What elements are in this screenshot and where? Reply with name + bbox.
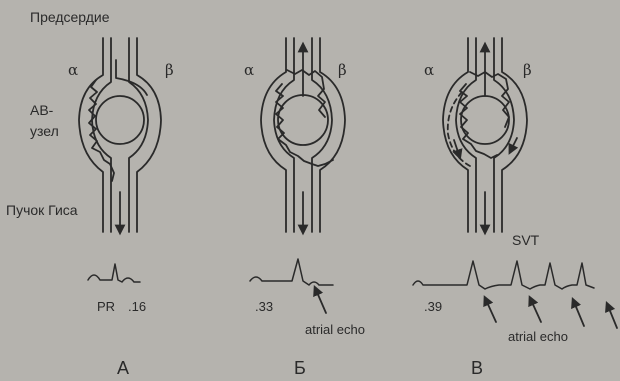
panel-c-ecg-trace xyxy=(413,261,594,289)
panel-a-pr-prefix: PR xyxy=(97,300,115,313)
av-node-label-line2: узел xyxy=(30,124,59,138)
panel-c-rhythm-label: SVT xyxy=(512,233,539,247)
panel-a-right-pathway xyxy=(137,38,161,232)
panel-a-ecg-trace xyxy=(88,264,140,282)
panel-c-av-node xyxy=(443,38,527,232)
panel-a-alpha-label: α xyxy=(68,63,78,78)
his-bundle-label: Пучок Гиса xyxy=(6,203,78,217)
panel-c-ring xyxy=(461,96,509,144)
panel-a-letter: А xyxy=(117,359,129,377)
panel-b-av-node xyxy=(261,38,345,232)
panel-c-echo-arrow-2 xyxy=(531,300,541,322)
panel-a-pr-value: .16 xyxy=(128,300,146,313)
panel-a-av-node xyxy=(79,38,161,232)
panel-b-alpha-wavy xyxy=(276,84,333,166)
panel-b-beta-wavy xyxy=(287,70,325,117)
av-node-label-line1: АВ- xyxy=(30,103,53,117)
panel-c-echo-arrow-3 xyxy=(574,302,584,326)
panel-c-echo-arrow-1 xyxy=(486,300,496,322)
panel-b-letter: Б xyxy=(294,359,306,377)
panel-b-ring xyxy=(278,95,328,145)
panel-c-beta-label: β xyxy=(523,63,532,78)
panel-c-left-pathway xyxy=(443,38,468,232)
panel-c-pr-value: .39 xyxy=(424,300,442,313)
panel-b-beta-label: β xyxy=(338,63,347,78)
panel-c-alpha-label: α xyxy=(424,63,434,78)
panel-b-pr-value: .33 xyxy=(255,300,273,313)
panel-a-ring xyxy=(96,96,144,144)
panel-b-echo-arrow xyxy=(316,290,326,313)
panel-b-echo-label: atrial echo xyxy=(305,323,365,336)
panel-b-alpha-label: α xyxy=(244,63,254,78)
atrium-label: Предсердие xyxy=(30,10,110,24)
panel-c-letter: В xyxy=(471,359,483,377)
panel-c-alpha-wavy xyxy=(460,84,497,158)
panel-a-beta-label: β xyxy=(165,63,174,78)
panel-c-echo-arrow-4 xyxy=(608,306,617,328)
panel-b-ecg-trace xyxy=(250,259,333,285)
panel-c-echo-label: atrial echo xyxy=(508,330,568,343)
panel-c-loop-arrow xyxy=(511,138,517,150)
